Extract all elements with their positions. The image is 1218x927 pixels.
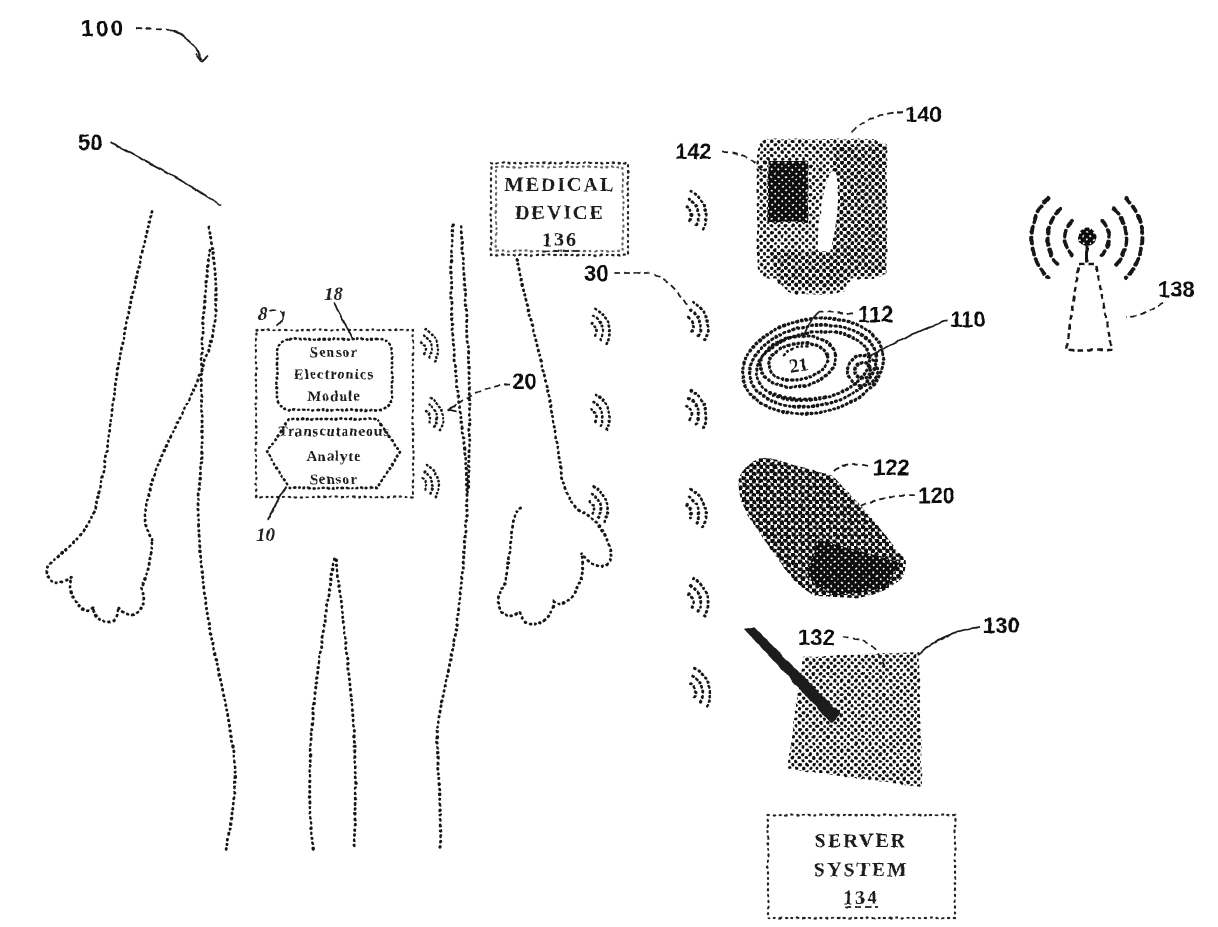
svg-text:SERVER: SERVER <box>815 830 907 852</box>
svg-text:138: 138 <box>1158 277 1195 302</box>
svg-text:Transcutaneous: Transcutaneous <box>278 424 390 440</box>
svg-text:18: 18 <box>324 284 344 305</box>
svg-text:DEVICE: DEVICE <box>515 202 605 224</box>
svg-text:130: 130 <box>983 613 1020 638</box>
svg-text:142: 142 <box>675 139 712 164</box>
svg-text:Analyte: Analyte <box>306 449 361 465</box>
svg-text:Module: Module <box>307 389 361 405</box>
svg-text:Sensor: Sensor <box>310 472 358 488</box>
svg-text:MEDICAL: MEDICAL <box>505 174 616 196</box>
svg-text:140: 140 <box>905 102 942 127</box>
svg-text:SYSTEM: SYSTEM <box>814 859 908 881</box>
svg-text:120: 120 <box>918 483 955 508</box>
svg-text:110: 110 <box>950 307 986 332</box>
svg-text:50: 50 <box>78 130 102 155</box>
svg-text:134: 134 <box>843 887 879 909</box>
svg-text:Electronics: Electronics <box>294 367 374 383</box>
svg-text:100: 100 <box>81 16 123 41</box>
svg-text:112: 112 <box>858 302 894 327</box>
svg-text:20: 20 <box>512 369 536 394</box>
svg-text:Sensor: Sensor <box>310 345 358 361</box>
svg-text:122: 122 <box>873 455 910 480</box>
svg-text:21: 21 <box>788 354 810 378</box>
svg-text:132: 132 <box>798 625 835 650</box>
svg-text:8: 8 <box>258 304 268 325</box>
svg-text:10: 10 <box>256 525 276 546</box>
svg-text:136: 136 <box>542 229 578 251</box>
svg-text:30: 30 <box>584 261 608 286</box>
